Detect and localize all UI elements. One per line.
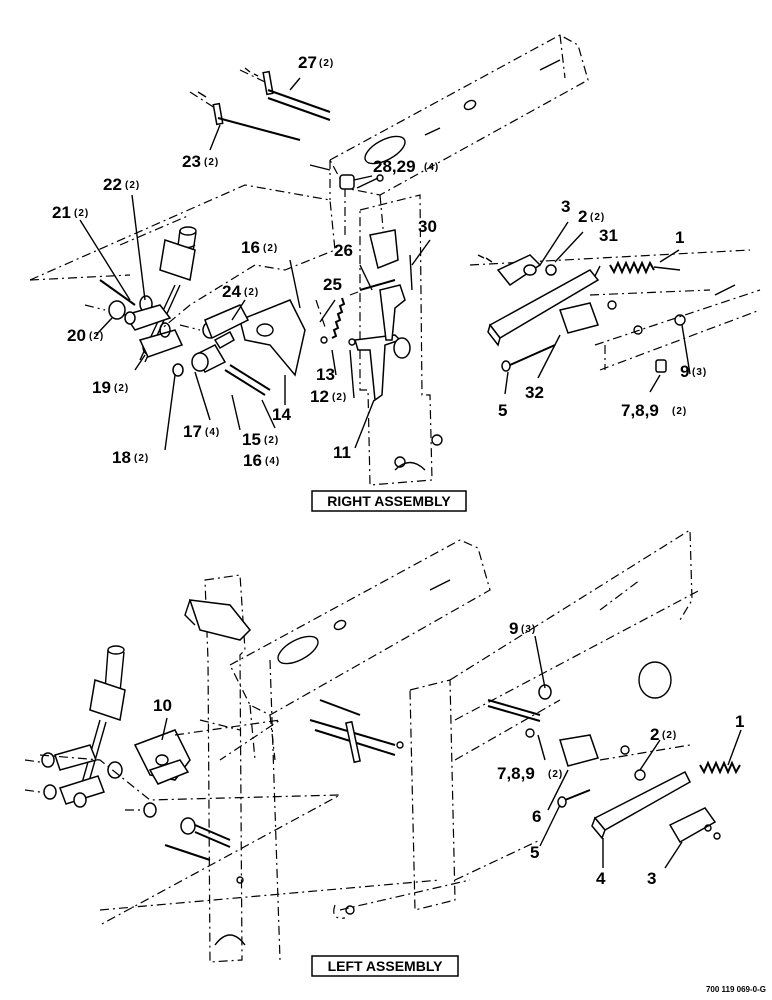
link-chain-assembly xyxy=(84,279,184,377)
callout-14: 14 xyxy=(272,405,291,424)
right-frame-beam xyxy=(329,34,589,251)
bracket-14 xyxy=(202,299,306,377)
svg-text:(2): (2) xyxy=(332,392,347,403)
callout-15: 15 xyxy=(242,430,261,449)
right-assembly: RIGHT ASSEMBLY xyxy=(29,34,761,512)
callout-9-right: 9 xyxy=(680,362,689,381)
pin-23 xyxy=(189,91,301,141)
svg-text:(2): (2) xyxy=(134,453,149,464)
callout-1-right: 1 xyxy=(675,228,684,247)
callout-2-left: 2 xyxy=(650,725,659,744)
callout-12: 12 xyxy=(310,387,329,406)
callout-23: 23 xyxy=(182,152,201,171)
callout-3-right: 3 xyxy=(561,197,570,216)
left-spring-assembly xyxy=(487,684,741,844)
right-callouts: 27 (2) 23 (2) 28,29 (4) 22 (2) 21 (2) 20… xyxy=(52,53,707,470)
callout-4: 4 xyxy=(596,869,606,888)
bracket-10 xyxy=(133,729,191,785)
callout-7-8-9-right: 7,8,9 xyxy=(621,401,659,420)
left-frame-beam xyxy=(229,539,491,761)
spring-13 xyxy=(315,297,356,346)
callout-27: 27 xyxy=(298,53,317,72)
left-assembly-title: LEFT ASSEMBLY xyxy=(311,955,459,977)
callout-10: 10 xyxy=(153,696,172,715)
svg-text:(2): (2) xyxy=(125,180,140,191)
figure-id: 700 119 069-0-G xyxy=(706,985,766,994)
left-assembly: 10 9 (3) 7,8,9 (2) 2 (2) 1 6 5 4 3 LEFT … xyxy=(24,528,744,977)
svg-text:RIGHT ASSEMBLY: RIGHT ASSEMBLY xyxy=(327,493,451,509)
right-platform-outline xyxy=(29,184,336,331)
left-side-frame xyxy=(204,574,281,963)
svg-text:(2): (2) xyxy=(590,212,605,223)
callout-13: 13 xyxy=(316,365,335,384)
callout-28-29: 28,29 xyxy=(373,157,416,176)
right-spring-assembly xyxy=(469,249,761,373)
callout-3-left: 3 xyxy=(647,869,656,888)
callout-19: 19 xyxy=(92,378,111,397)
left-leader-lines xyxy=(161,635,742,869)
left-right-frame-plate xyxy=(99,528,701,919)
left-top-block xyxy=(184,599,252,641)
svg-text:(2): (2) xyxy=(263,243,278,254)
svg-text:(2): (2) xyxy=(89,331,104,342)
callout-25: 25 xyxy=(323,275,342,294)
pin-15-and-rollers xyxy=(179,324,271,396)
callout-26: 26 xyxy=(334,241,353,260)
svg-text:(2): (2) xyxy=(264,435,279,446)
pin-26 xyxy=(349,229,413,296)
lever-arm-11 xyxy=(354,284,411,402)
svg-text:(2): (2) xyxy=(672,406,687,417)
svg-text:(2): (2) xyxy=(548,769,563,780)
callout-11: 11 xyxy=(333,443,351,462)
svg-text:(2): (2) xyxy=(204,157,219,168)
svg-text:(4): (4) xyxy=(424,162,439,173)
callout-31: 31 xyxy=(599,226,618,245)
svg-text:LEFT ASSEMBLY: LEFT ASSEMBLY xyxy=(328,958,444,974)
callout-30: 30 xyxy=(418,217,437,236)
callout-9-left: 9 xyxy=(509,619,518,638)
svg-text:(2): (2) xyxy=(114,383,129,394)
pin-27 xyxy=(239,67,331,121)
callout-5-right: 5 xyxy=(498,401,507,420)
callout-21: 21 xyxy=(52,203,71,222)
callout-16-upper: 16 xyxy=(241,238,260,257)
callout-17: 17 xyxy=(183,422,202,441)
callout-6: 6 xyxy=(532,807,541,826)
right-leader-lines xyxy=(79,77,691,451)
callout-18: 18 xyxy=(112,448,131,467)
callout-16-lower: 16 xyxy=(243,451,262,470)
svg-text:(2): (2) xyxy=(244,287,259,298)
svg-text:(4): (4) xyxy=(205,427,220,438)
callout-1-left: 1 xyxy=(735,712,744,731)
svg-text:(2): (2) xyxy=(662,730,677,741)
left-lower-outline xyxy=(39,754,341,926)
callout-32: 32 xyxy=(525,383,544,402)
left-mid-pins xyxy=(199,699,404,764)
callout-7-8-9-left: 7,8,9 xyxy=(497,764,535,783)
svg-text:(2): (2) xyxy=(319,58,334,69)
svg-text:(3): (3) xyxy=(692,367,707,378)
svg-text:(3): (3) xyxy=(521,624,536,635)
right-side-frame xyxy=(359,194,443,486)
svg-text:(2): (2) xyxy=(74,208,89,219)
callout-22: 22 xyxy=(103,175,122,194)
callout-24: 24 xyxy=(222,282,241,301)
callout-5-left: 5 xyxy=(530,843,539,862)
left-callouts: 10 9 (3) 7,8,9 (2) 2 (2) 1 6 5 4 3 xyxy=(153,619,744,888)
left-link-chain xyxy=(24,744,123,808)
callout-20: 20 xyxy=(67,326,86,345)
left-pin-rollers xyxy=(125,802,231,861)
right-assembly-title: RIGHT ASSEMBLY xyxy=(311,490,467,512)
svg-text:(4): (4) xyxy=(265,456,280,467)
callout-2-right: 2 xyxy=(578,207,587,226)
